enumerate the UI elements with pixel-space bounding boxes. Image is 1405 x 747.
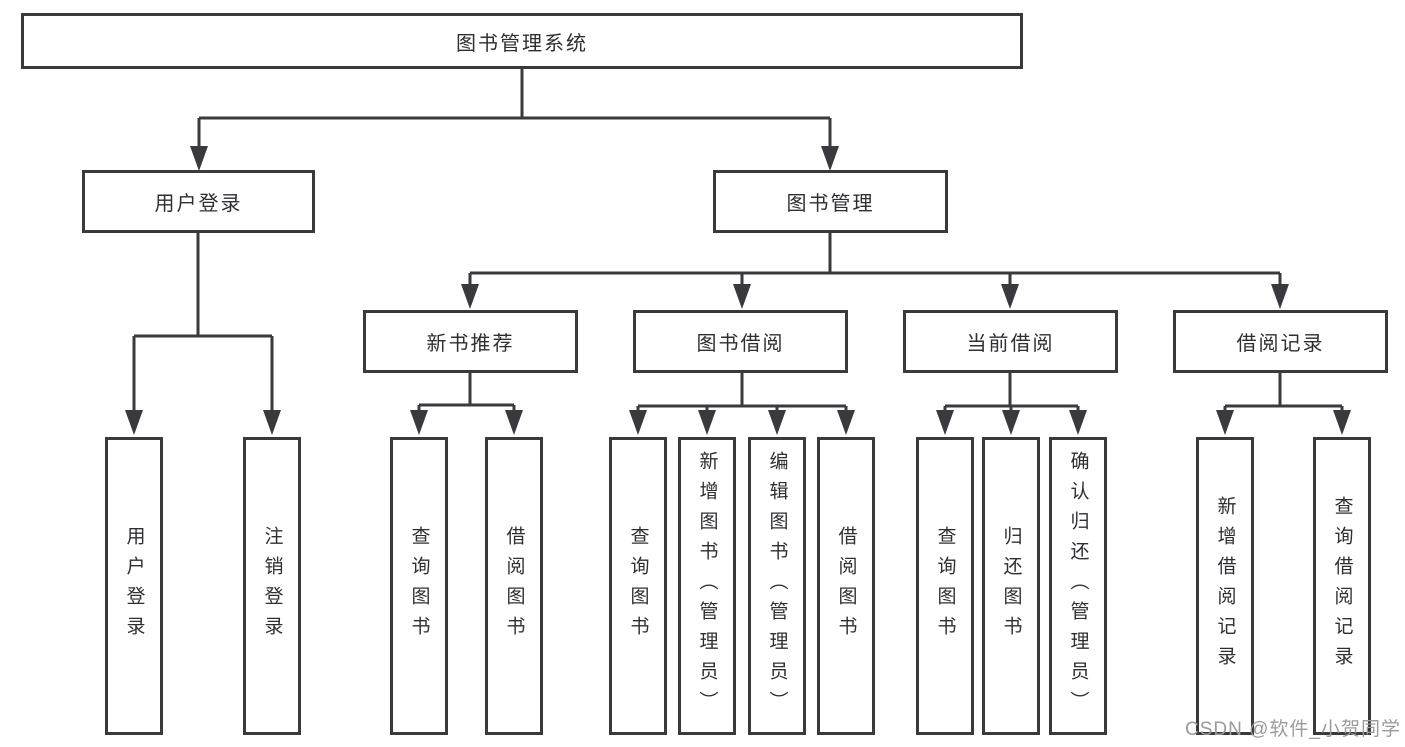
node-new-book-recommendation-label: 新书推荐	[426, 333, 515, 355]
leaf-query-borrow-record: 查询借阅记录	[1313, 437, 1371, 735]
csdn-watermark: CSDN @软件_小贺同学	[1185, 719, 1401, 740]
leaf-edit-book-admin: 编辑图书（管理员）	[748, 437, 806, 735]
leaf-logout: 注销登录	[243, 437, 301, 735]
node-book-management: 图书管理	[713, 170, 948, 233]
leaf-query-books-borrow-label: 查询图书	[627, 526, 649, 646]
leaf-query-books-recommend-label: 查询图书	[408, 526, 430, 646]
leaf-confirm-return-admin: 确认归还（管理员）	[1049, 437, 1107, 735]
leaf-add-borrow-record-label: 新增借阅记录	[1214, 496, 1236, 676]
leaf-query-borrow-record-label: 查询借阅记录	[1331, 496, 1353, 676]
leaf-query-books-borrow: 查询图书	[609, 437, 667, 735]
leaf-user-login-label: 用户登录	[123, 526, 145, 646]
leaf-borrow-books: 借阅图书	[817, 437, 875, 735]
leaf-add-book-admin-label: 新增图书（管理员）	[696, 451, 718, 721]
node-root-label: 图书管理系统	[456, 32, 588, 55]
leaf-borrow-books-recommend: 借阅图书	[485, 437, 543, 735]
node-root-system: 图书管理系统	[21, 13, 1023, 69]
leaf-borrow-books-recommend-label: 借阅图书	[503, 526, 525, 646]
node-book-management-label: 图书管理	[786, 193, 875, 215]
node-current-borrowing: 当前借阅	[903, 310, 1118, 373]
leaf-user-login: 用户登录	[105, 437, 163, 735]
leaf-query-books-current: 查询图书	[916, 437, 974, 735]
node-book-borrowing: 图书借阅	[633, 310, 848, 373]
leaf-add-borrow-record: 新增借阅记录	[1196, 437, 1254, 735]
node-current-borrowing-label: 当前借阅	[966, 333, 1055, 355]
leaf-logout-label: 注销登录	[261, 526, 283, 646]
node-borrowing-records: 借阅记录	[1173, 310, 1388, 373]
leaf-borrow-books-label: 借阅图书	[835, 526, 857, 646]
leaf-edit-book-admin-label: 编辑图书（管理员）	[766, 451, 788, 721]
leaf-add-book-admin: 新增图书（管理员）	[678, 437, 736, 735]
node-book-borrowing-label: 图书借阅	[696, 333, 785, 355]
leaf-confirm-return-admin-label: 确认归还（管理员）	[1067, 451, 1089, 721]
node-user-login: 用户登录	[82, 170, 315, 233]
leaf-query-books-current-label: 查询图书	[934, 526, 956, 646]
node-user-login-label: 用户登录	[154, 193, 243, 215]
leaf-query-books-recommend: 查询图书	[390, 437, 448, 735]
node-borrowing-records-label: 借阅记录	[1236, 333, 1325, 355]
node-new-book-recommendation: 新书推荐	[363, 310, 578, 373]
leaf-return-book: 归还图书	[982, 437, 1040, 735]
leaf-return-book-label: 归还图书	[1000, 526, 1022, 646]
